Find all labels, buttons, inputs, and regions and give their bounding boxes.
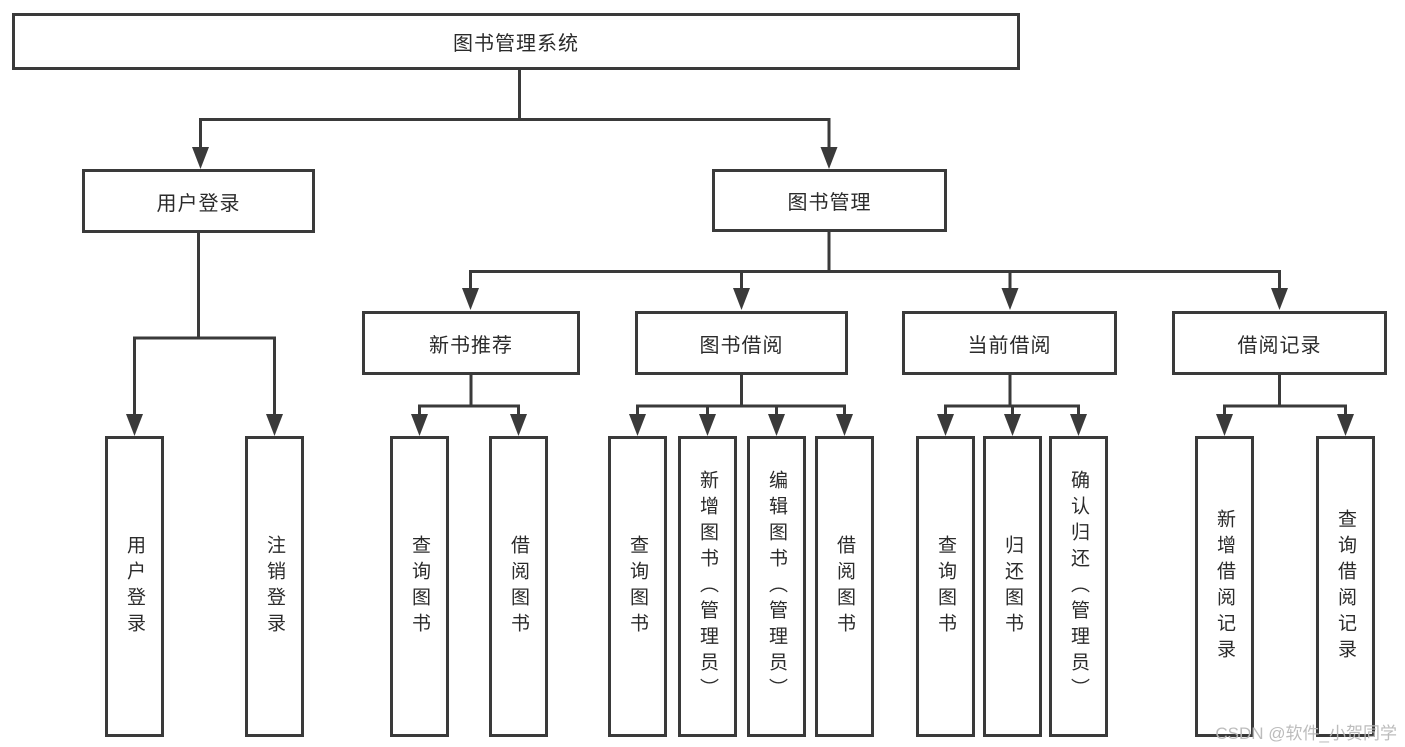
arrow-down-icon [1216,414,1233,436]
leaf-cb-query-books: 查询图书 [916,436,975,737]
arrow-down-icon [820,147,838,169]
leaf-logout-login: 注销登录 [245,436,304,737]
arrow-down-icon [1337,414,1354,436]
node-library-system: 图书管理系统 [12,13,1020,70]
arrow-down-icon [1271,288,1288,310]
leaf-label: 用户登录 [124,534,145,639]
node-label: 图书管理 [787,192,872,214]
arrow-down-icon [1001,288,1019,310]
node-borrowing-records: 借阅记录 [1172,311,1387,375]
arrow-down-icon [937,414,954,436]
leaf-label: 新增借阅记录 [1214,508,1235,665]
arrow-down-icon [768,414,785,436]
arrow-down-icon [411,414,428,436]
leaf-br-add-borrow-record: 新增借阅记录 [1195,436,1254,737]
watermark: CSDN @软件_小贺同学 [1215,724,1397,743]
node-label: 当前借阅 [967,334,1052,357]
arrow-down-icon [629,414,646,436]
arrow-down-icon [462,288,479,310]
leaf-br-query-borrow-record: 查询借阅记录 [1316,436,1375,737]
leaf-label: 编辑图书（管理员） [766,469,787,704]
arrow-down-icon [1004,414,1021,436]
leaf-nbr-borrow-books: 借阅图书 [489,436,548,737]
leaf-user-login: 用户登录 [105,436,164,737]
node-new-book-recommendation: 新书推荐 [362,311,580,375]
arrow-down-icon [733,288,750,310]
leaf-label: 查询图书 [409,534,430,639]
node-label: 用户登录 [156,192,241,215]
leaf-label: 新增图书（管理员） [697,469,718,704]
leaf-label: 借阅图书 [508,534,529,639]
arrow-down-icon [836,414,853,436]
leaf-label: 查询图书 [935,534,956,639]
node-label: 图书管理系统 [453,33,579,55]
node-book-borrowing: 图书借阅 [635,311,848,375]
node-label: 新书推荐 [429,334,513,357]
arrow-down-icon [1070,414,1087,436]
leaf-cb-return-books: 归还图书 [983,436,1042,737]
leaf-label: 确认归还（管理员） [1068,469,1089,704]
node-user-login: 用户登录 [82,169,315,233]
leaf-bb-edit-books-admin: 编辑图书（管理员） [747,436,806,737]
node-label: 借阅记录 [1237,334,1322,357]
leaf-bb-add-books-admin: 新增图书（管理员） [678,436,737,737]
leaf-label: 注销登录 [264,534,285,639]
arrow-down-icon [510,414,527,436]
leaf-bb-borrow-books: 借阅图书 [815,436,874,737]
arrow-down-icon [699,414,716,436]
leaf-label: 借阅图书 [834,534,855,639]
leaf-cb-confirm-return-admin: 确认归还（管理员） [1049,436,1108,737]
leaf-bb-query-books: 查询图书 [608,436,667,737]
arrow-down-icon [126,414,143,436]
arrow-down-icon [192,147,209,169]
leaf-nbr-query-books: 查询图书 [390,436,449,737]
leaf-label: 查询借阅记录 [1335,508,1356,665]
leaf-label: 查询图书 [627,534,648,639]
node-current-borrowing: 当前借阅 [902,311,1117,375]
node-book-management: 图书管理 [712,169,947,232]
leaf-label: 归还图书 [1002,534,1023,639]
arrow-down-icon [266,414,283,436]
node-label: 图书借阅 [699,334,784,357]
